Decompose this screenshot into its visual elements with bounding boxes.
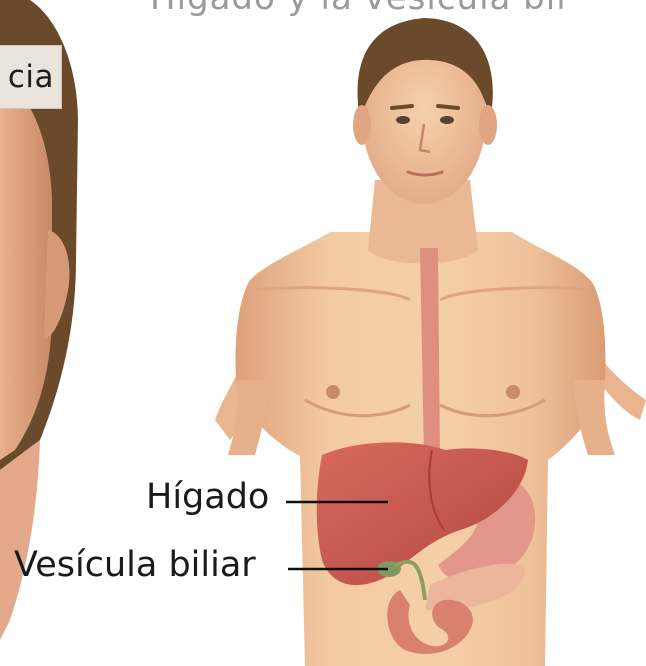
page-title: Hígado y la vesícula bil bbox=[150, 0, 567, 18]
label-liver: Hígado bbox=[146, 480, 269, 515]
head bbox=[353, 18, 497, 204]
side-tab-text: cia bbox=[8, 59, 54, 95]
label-gallbladder: Vesícula biliar bbox=[14, 548, 256, 583]
side-tab-label[interactable]: cia bbox=[0, 45, 62, 109]
